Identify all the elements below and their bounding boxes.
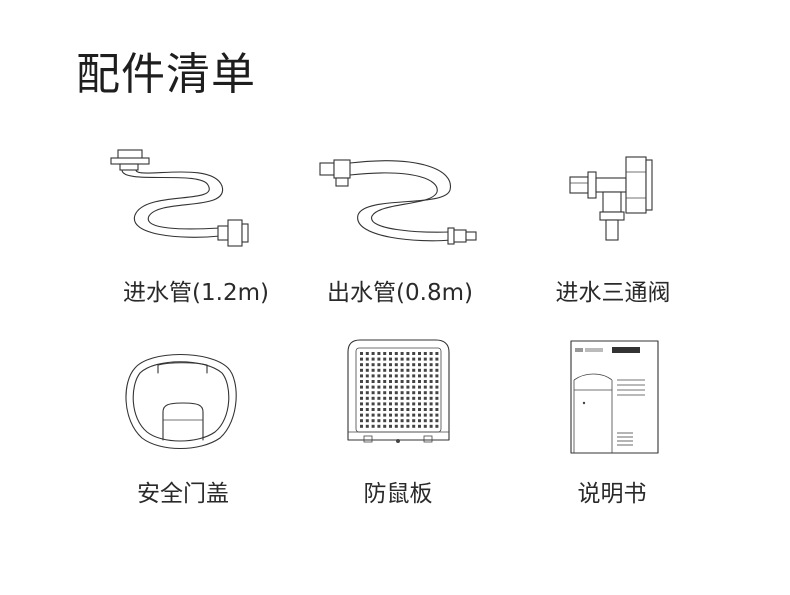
safety-door-cover-label: 安全门盖 <box>137 481 229 507</box>
page-title: 配件清单 <box>76 49 256 100</box>
manual-label: 说明书 <box>577 481 647 507</box>
rodent-guard-plate-label: 防鼠板 <box>363 481 433 507</box>
inlet-hose-label: 进水管(1.2m) <box>123 280 269 306</box>
three-way-valve-label: 进水三通阀 <box>555 280 671 306</box>
outlet-hose-label: 出水管(0.8m) <box>327 280 473 306</box>
